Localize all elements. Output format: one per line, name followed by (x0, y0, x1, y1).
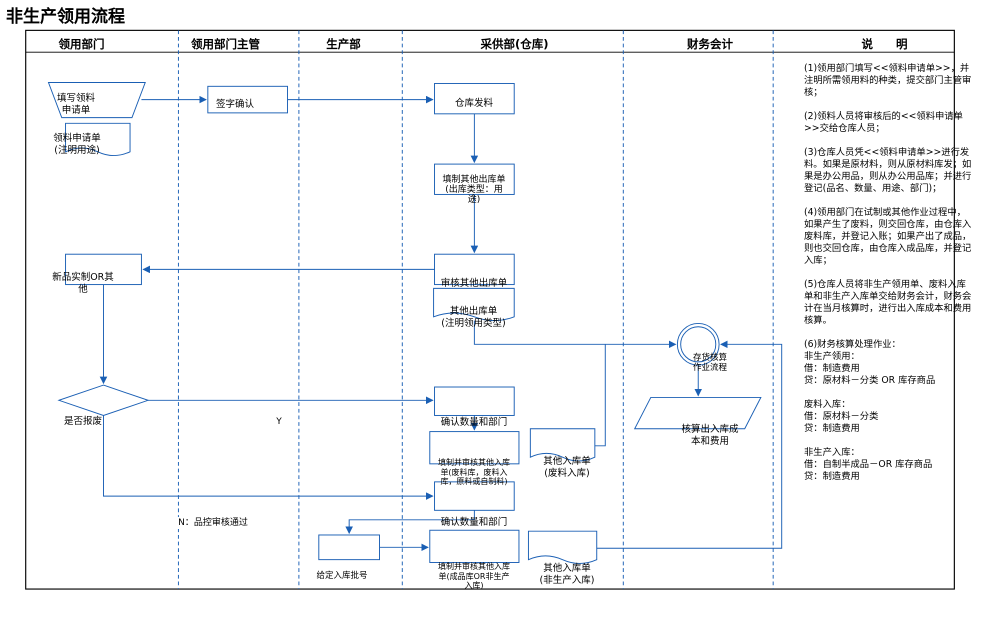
fill-inbound-scrap-node: 填制并审核其他入库 单(废料库，废料入 库，原料或自制料) (438, 458, 510, 486)
notes-panel: (1)领用部门填写<<领料申请单>>，并注明所需领用料的种类，提交部门主管审核；… (804, 63, 974, 483)
warehouse-issue-node: 仓库发料 (454, 98, 493, 109)
connectors (99, 95, 783, 552)
yes-edge-label: Y (273, 416, 285, 428)
inbound-nonprod-doc-shape (527, 530, 598, 564)
calc-cost-shape (633, 396, 762, 430)
note-3: (3)仓库人员凭<<领料申请单>>进行发料。如果是原材料，则从原材料库发；如果是… (804, 147, 972, 194)
fill-request-node: 填写领料 申请单 (56, 93, 95, 116)
note-4: (4)领用部门在试制或其他作业过程中，如果产生了废料，则交回仓库，由仓库入废料库… (804, 207, 972, 266)
sign-confirm-shape (207, 85, 288, 114)
confirm-qty-2-node: 确认数量和部门 (440, 517, 508, 528)
outer-frame (25, 29, 955, 590)
fill-inbound-product-shape (429, 529, 520, 563)
note-2: (2)领料人员将审核后的<<领料申请单>>交给仓库人员； (804, 111, 963, 134)
note-5: (5)仓库人员将非生产领用单、废料入库单和非生产入库单交给财务会计，财务会计在当… (804, 279, 972, 326)
inventory-calc-inner (680, 326, 717, 363)
lane-header-finance: 财务会计 (687, 37, 733, 51)
is-scrap-shape (57, 384, 150, 416)
no-edge-label: N：品控审核通过 (170, 517, 256, 529)
lane-header-notes: 说 明 (861, 37, 908, 51)
new-product-node: 新品实制OR其 他 (52, 272, 114, 295)
inbound-scrap-doc-node: 其他入库单 (废料入库) (543, 456, 591, 479)
fill-outbound-shape (434, 163, 515, 195)
new-product-shape (65, 253, 142, 286)
outbound-doc-node: 其他出库单 (注明领用类型) (441, 306, 506, 329)
request-doc-node: 领料申请单 (注明用途) (53, 133, 101, 156)
lane-header-dept-supervisor: 领用部门主管 (191, 37, 260, 51)
inbound-nonprod-doc-node: 其他入库单 (非生产入库) (539, 563, 595, 586)
set-batch-node: 给定入库批号 (316, 571, 368, 581)
is-scrap-node: 是否报废 (63, 416, 102, 427)
note-1: (1)领用部门填写<<领料申请单>>，并注明所需领用料的种类，提交部门主管审核； (804, 63, 972, 98)
note-6: (6)财务核算处理作业： 非生产领用： 借：制造费用 贷：原材料－分类 OR 库… (804, 339, 936, 482)
outbound-doc-shape (433, 287, 515, 322)
inbound-scrap-doc-shape (529, 428, 596, 462)
confirm-qty-1-shape (434, 386, 515, 416)
fill-outbound-node: 填制其他出库单 (出库类型：用 途) (442, 175, 506, 205)
set-batch-shape (318, 534, 380, 561)
review-outbound-node: 审核其他出库单 (440, 278, 508, 289)
inventory-calc-node: 存货核算 作业流程 (692, 353, 727, 373)
confirm-qty-2-shape (434, 481, 515, 511)
confirm-qty-1-node: 确认数量和部门 (440, 417, 508, 428)
fill-inbound-product-node: 填制并审核其他入库 单(成品库OR非生产 入库) (438, 562, 510, 590)
page-title: 非生产领用流程 (6, 7, 125, 27)
fill-inbound-scrap-shape (429, 431, 520, 465)
request-doc-shape (65, 122, 131, 157)
fill-request-shape (47, 82, 146, 119)
calc-cost-node: 核算出入库成 本和费用 (681, 424, 739, 447)
flowchart-canvas (25, 29, 955, 590)
lane-header-production: 生产部 (326, 37, 361, 51)
lane-header-purchasing-warehouse: 采供部(仓库) (480, 37, 549, 51)
sign-confirm-node: 签字确认 (215, 99, 254, 110)
lane-header-requesting-dept: 领用部门 (58, 37, 105, 51)
